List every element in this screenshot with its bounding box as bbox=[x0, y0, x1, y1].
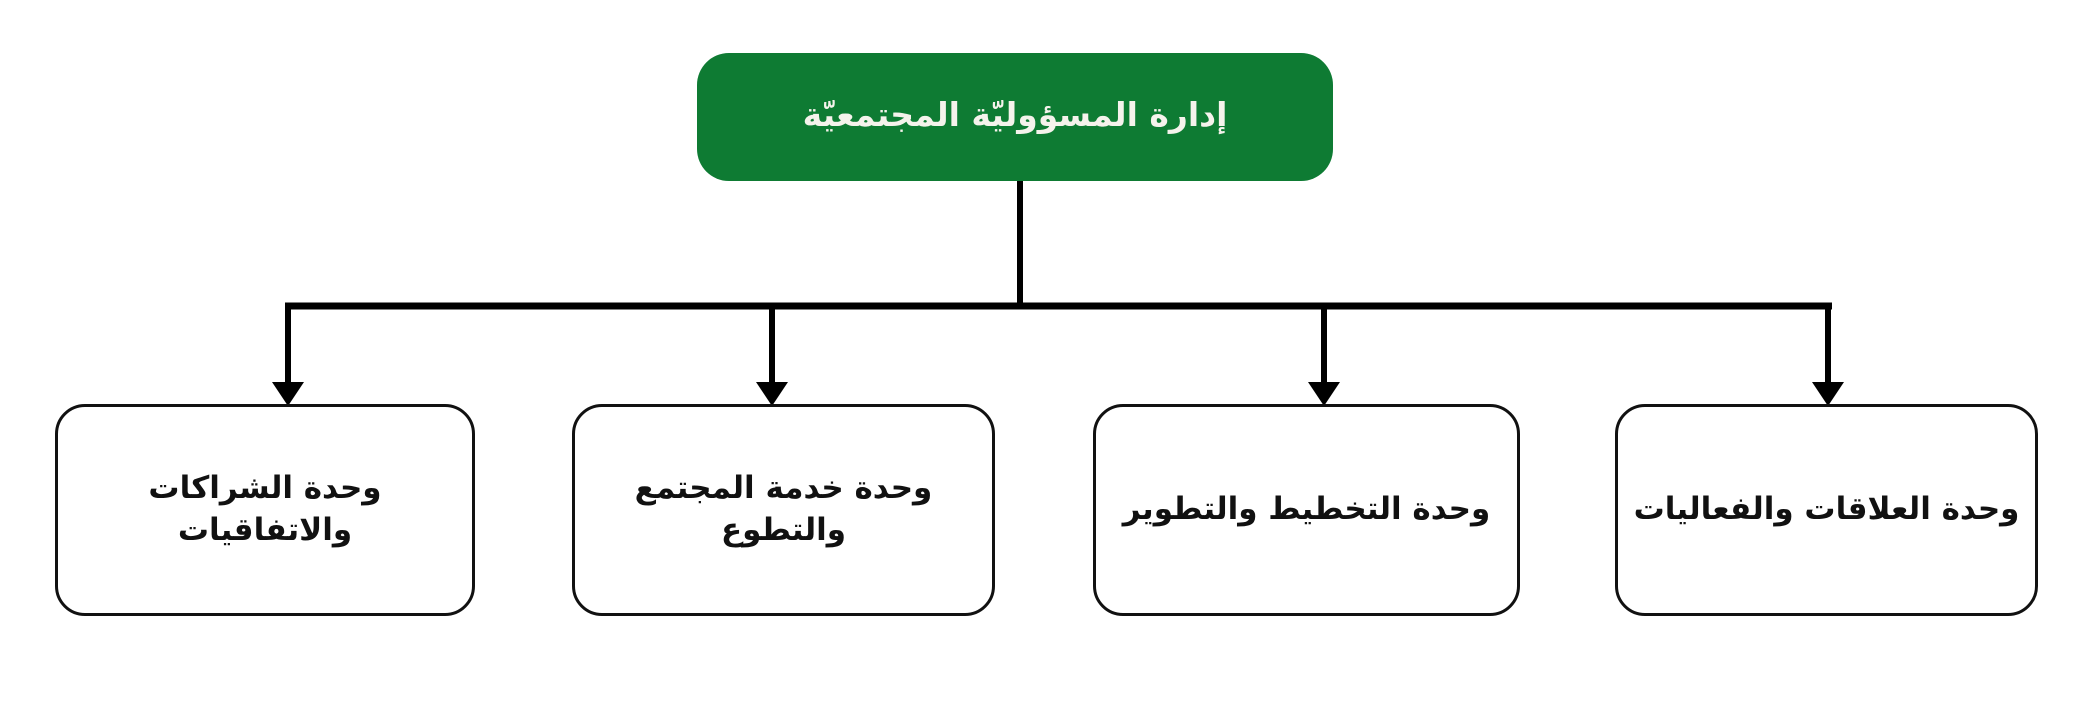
arrowhead-icon bbox=[1308, 382, 1340, 406]
org-node-root: إدارة المسؤوليّة المجتمعيّة bbox=[697, 53, 1333, 181]
org-node-unit-label: وحدة خدمة المجتمع والتطوع bbox=[634, 470, 933, 548]
arrowhead-icon bbox=[272, 382, 304, 406]
org-node-unit-partnerships: وحدة الشراكات والاتفاقيات bbox=[55, 404, 475, 616]
org-node-unit-label: وحدة العلاقات والفعاليات bbox=[1633, 491, 2020, 528]
org-node-unit-label: وحدة الشراكات والاتفاقيات bbox=[148, 470, 382, 548]
org-node-root-label: إدارة المسؤوليّة المجتمعيّة bbox=[802, 94, 1228, 134]
org-node-unit-planning: وحدة التخطيط والتطوير bbox=[1093, 404, 1520, 616]
org-node-unit-community-service: وحدة خدمة المجتمع والتطوع bbox=[572, 404, 995, 616]
org-node-unit-label: وحدة التخطيط والتطوير bbox=[1122, 491, 1491, 528]
org-node-unit-relations-events: وحدة العلاقات والفعاليات bbox=[1615, 404, 2038, 616]
arrowhead-icon bbox=[1812, 382, 1844, 406]
arrowhead-icon bbox=[756, 382, 788, 406]
